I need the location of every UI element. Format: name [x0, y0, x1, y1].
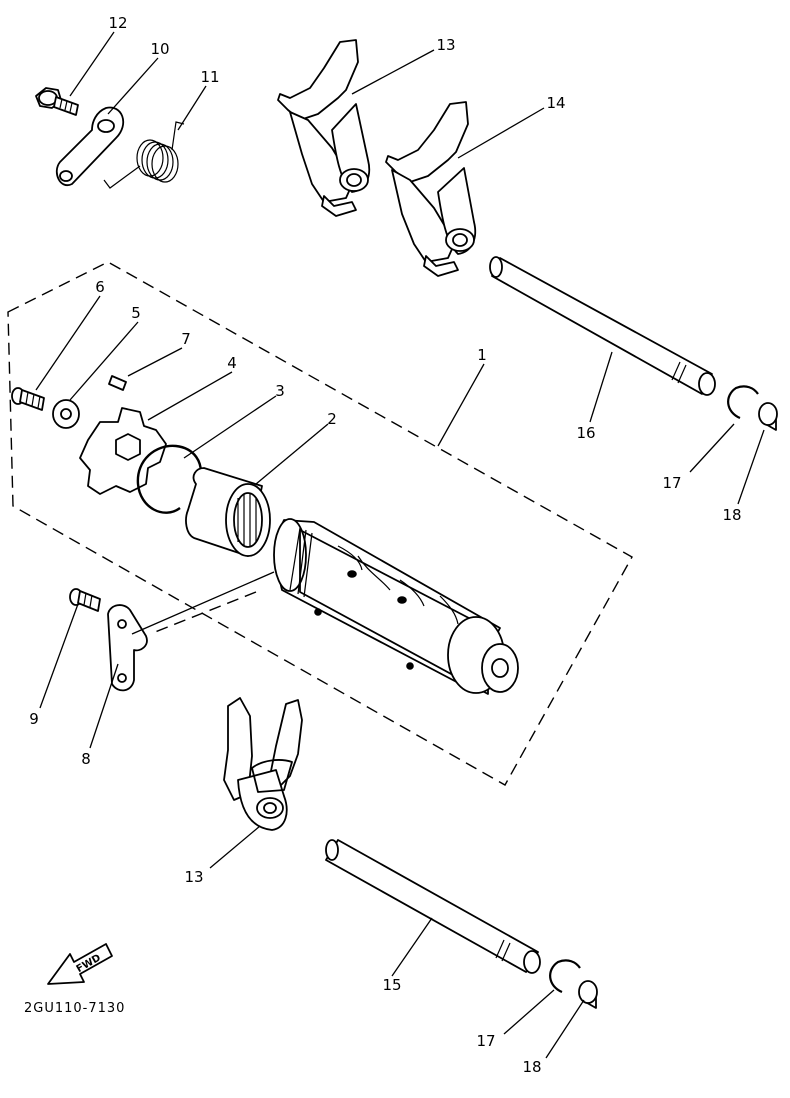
callout-6: 6	[95, 278, 105, 296]
part-2-bearing	[185, 467, 271, 557]
part-17-circlip-upper	[727, 385, 759, 420]
part-9-screw	[69, 588, 101, 612]
callout-4: 4	[227, 354, 237, 372]
callout-9: 9	[29, 710, 39, 728]
callout-16: 16	[576, 424, 595, 442]
callout-17-upper: 17	[662, 474, 681, 492]
part-15-guide-bar	[325, 839, 541, 974]
callout-15: 15	[382, 976, 401, 994]
callout-7: 7	[181, 330, 191, 348]
part-8-stopper-plate	[107, 604, 148, 692]
callout-17-lower: 17	[476, 1032, 495, 1050]
part-13-shift-fork-upper	[277, 39, 371, 217]
drawing-code: 2GU110-7130	[24, 1001, 125, 1016]
callout-12: 12	[108, 14, 127, 32]
part-7-dowel-pin	[108, 375, 127, 391]
assembly-boundary	[7, 261, 633, 786]
callout-18-lower: 18	[522, 1058, 541, 1076]
callout-13-upper: 13	[436, 36, 455, 54]
part-12-bolt	[35, 87, 79, 116]
callout-10: 10	[150, 40, 169, 58]
part-14-shift-fork	[385, 101, 477, 277]
part-16-guide-bar	[489, 256, 716, 396]
callout-11: 11	[200, 68, 219, 86]
callout-1: 1	[477, 346, 487, 364]
callout-5: 5	[131, 304, 141, 322]
callout-18-upper: 18	[722, 506, 741, 524]
part-3-circlip	[136, 444, 203, 514]
callout-13-lower: 13	[184, 868, 203, 886]
leader-lines	[35, 31, 765, 1059]
part-10-lever	[55, 106, 125, 187]
callout-8: 8	[81, 750, 91, 768]
shift-drum	[273, 518, 519, 695]
part-4-segment	[79, 407, 167, 495]
part-18-plug-upper	[758, 402, 778, 431]
part-13-shift-fork-lower	[223, 697, 303, 831]
callout-14: 14	[546, 94, 565, 112]
fwd-arrow-icon: FWD	[47, 943, 113, 985]
callouts: 12 10 11 13 14 6 5 7 4 1 3 2 16 17 18 9 …	[29, 14, 741, 1076]
drum-leader-dashed	[149, 591, 257, 635]
part-18-plug-lower	[578, 980, 598, 1009]
callout-2: 2	[327, 410, 337, 428]
part-17-circlip-lower	[549, 959, 581, 994]
part-6-screw	[11, 387, 45, 411]
callout-3: 3	[275, 382, 285, 400]
part-5-washer	[52, 399, 80, 429]
part-11-spring	[103, 121, 185, 189]
